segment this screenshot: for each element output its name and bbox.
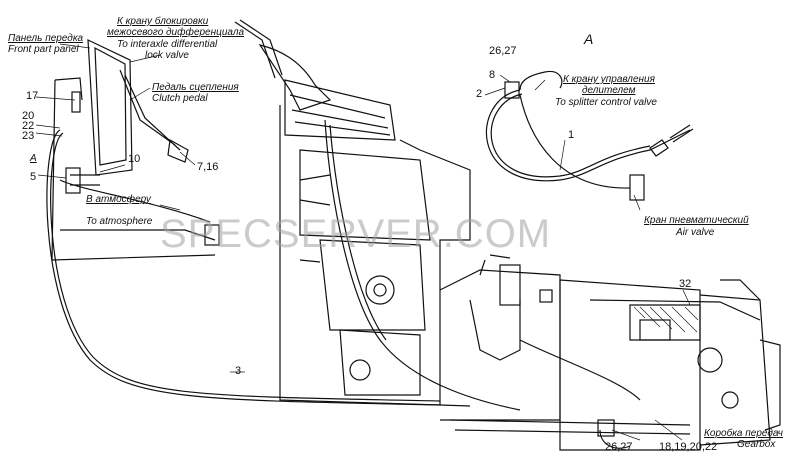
engine-block xyxy=(279,105,471,406)
callout-7-16: 7,16 xyxy=(197,161,219,173)
view-a-title: A xyxy=(584,31,594,47)
gearbox-label-en: Gearbox xyxy=(737,439,776,450)
front-panel-plate xyxy=(87,39,133,176)
clutch-pedal-label-ru: Педаль сцепления xyxy=(152,82,239,93)
front-panel-label-en: Front part panel xyxy=(8,44,79,55)
watermark: SPECSERVER.COM xyxy=(160,212,552,256)
callout-3: 3 xyxy=(235,365,242,377)
gearbox-housing xyxy=(439,269,561,421)
callout-1: 1 xyxy=(568,129,575,141)
callout-8: 8 xyxy=(489,69,496,81)
air-valve-label-en: Air valve xyxy=(676,227,715,238)
splitter-label-en: To splitter control valve xyxy=(555,97,657,108)
callout-23: 23 xyxy=(22,130,35,142)
callout-2: 2 xyxy=(476,88,483,100)
callout-32: 32 xyxy=(679,278,692,290)
callout-5: 5 xyxy=(30,171,37,183)
pipe-1 xyxy=(485,89,691,182)
callout-26-27-top: 26,27 xyxy=(489,45,517,57)
gearbox-label-ru: Коробка передач xyxy=(704,428,783,439)
callout-22: 22 xyxy=(22,120,35,132)
to-atmosphere-label-en: To atmosphere xyxy=(86,216,153,227)
to-crane-label-ru2: межосевого дифференциала xyxy=(107,27,245,38)
callout-10: 10 xyxy=(128,153,141,165)
to-crane-label-en2: lock valve xyxy=(145,50,189,61)
to-crane-label-ru1: К крану блокировки xyxy=(117,16,209,27)
clutch-pedal-lever xyxy=(119,69,181,151)
air-valve-label-ru: Кран пневматический xyxy=(644,215,749,226)
callout-17: 17 xyxy=(26,90,39,102)
splitter-label-ru1: К крану управления xyxy=(563,74,655,85)
shift-boot xyxy=(258,44,332,111)
callout-26-27-bottom: 26,27 xyxy=(605,441,633,453)
clutch-pedal-label-en: Clutch pedal xyxy=(152,93,208,104)
callout-20: 20 xyxy=(22,110,35,122)
to-atmosphere-label-ru: В атмосферу xyxy=(86,194,151,205)
to-crane-label-en1: To interaxle differential xyxy=(117,39,218,50)
pipe-3 xyxy=(46,129,471,407)
splitter-label-ru2: делителем xyxy=(582,85,636,96)
gear-shift-lever xyxy=(239,19,283,76)
view-a-marker-left: A xyxy=(30,153,37,164)
callout-18-19-20-22: 18,19,20,22 xyxy=(659,441,718,453)
front-panel-label-ru: Панель передка xyxy=(8,33,84,44)
